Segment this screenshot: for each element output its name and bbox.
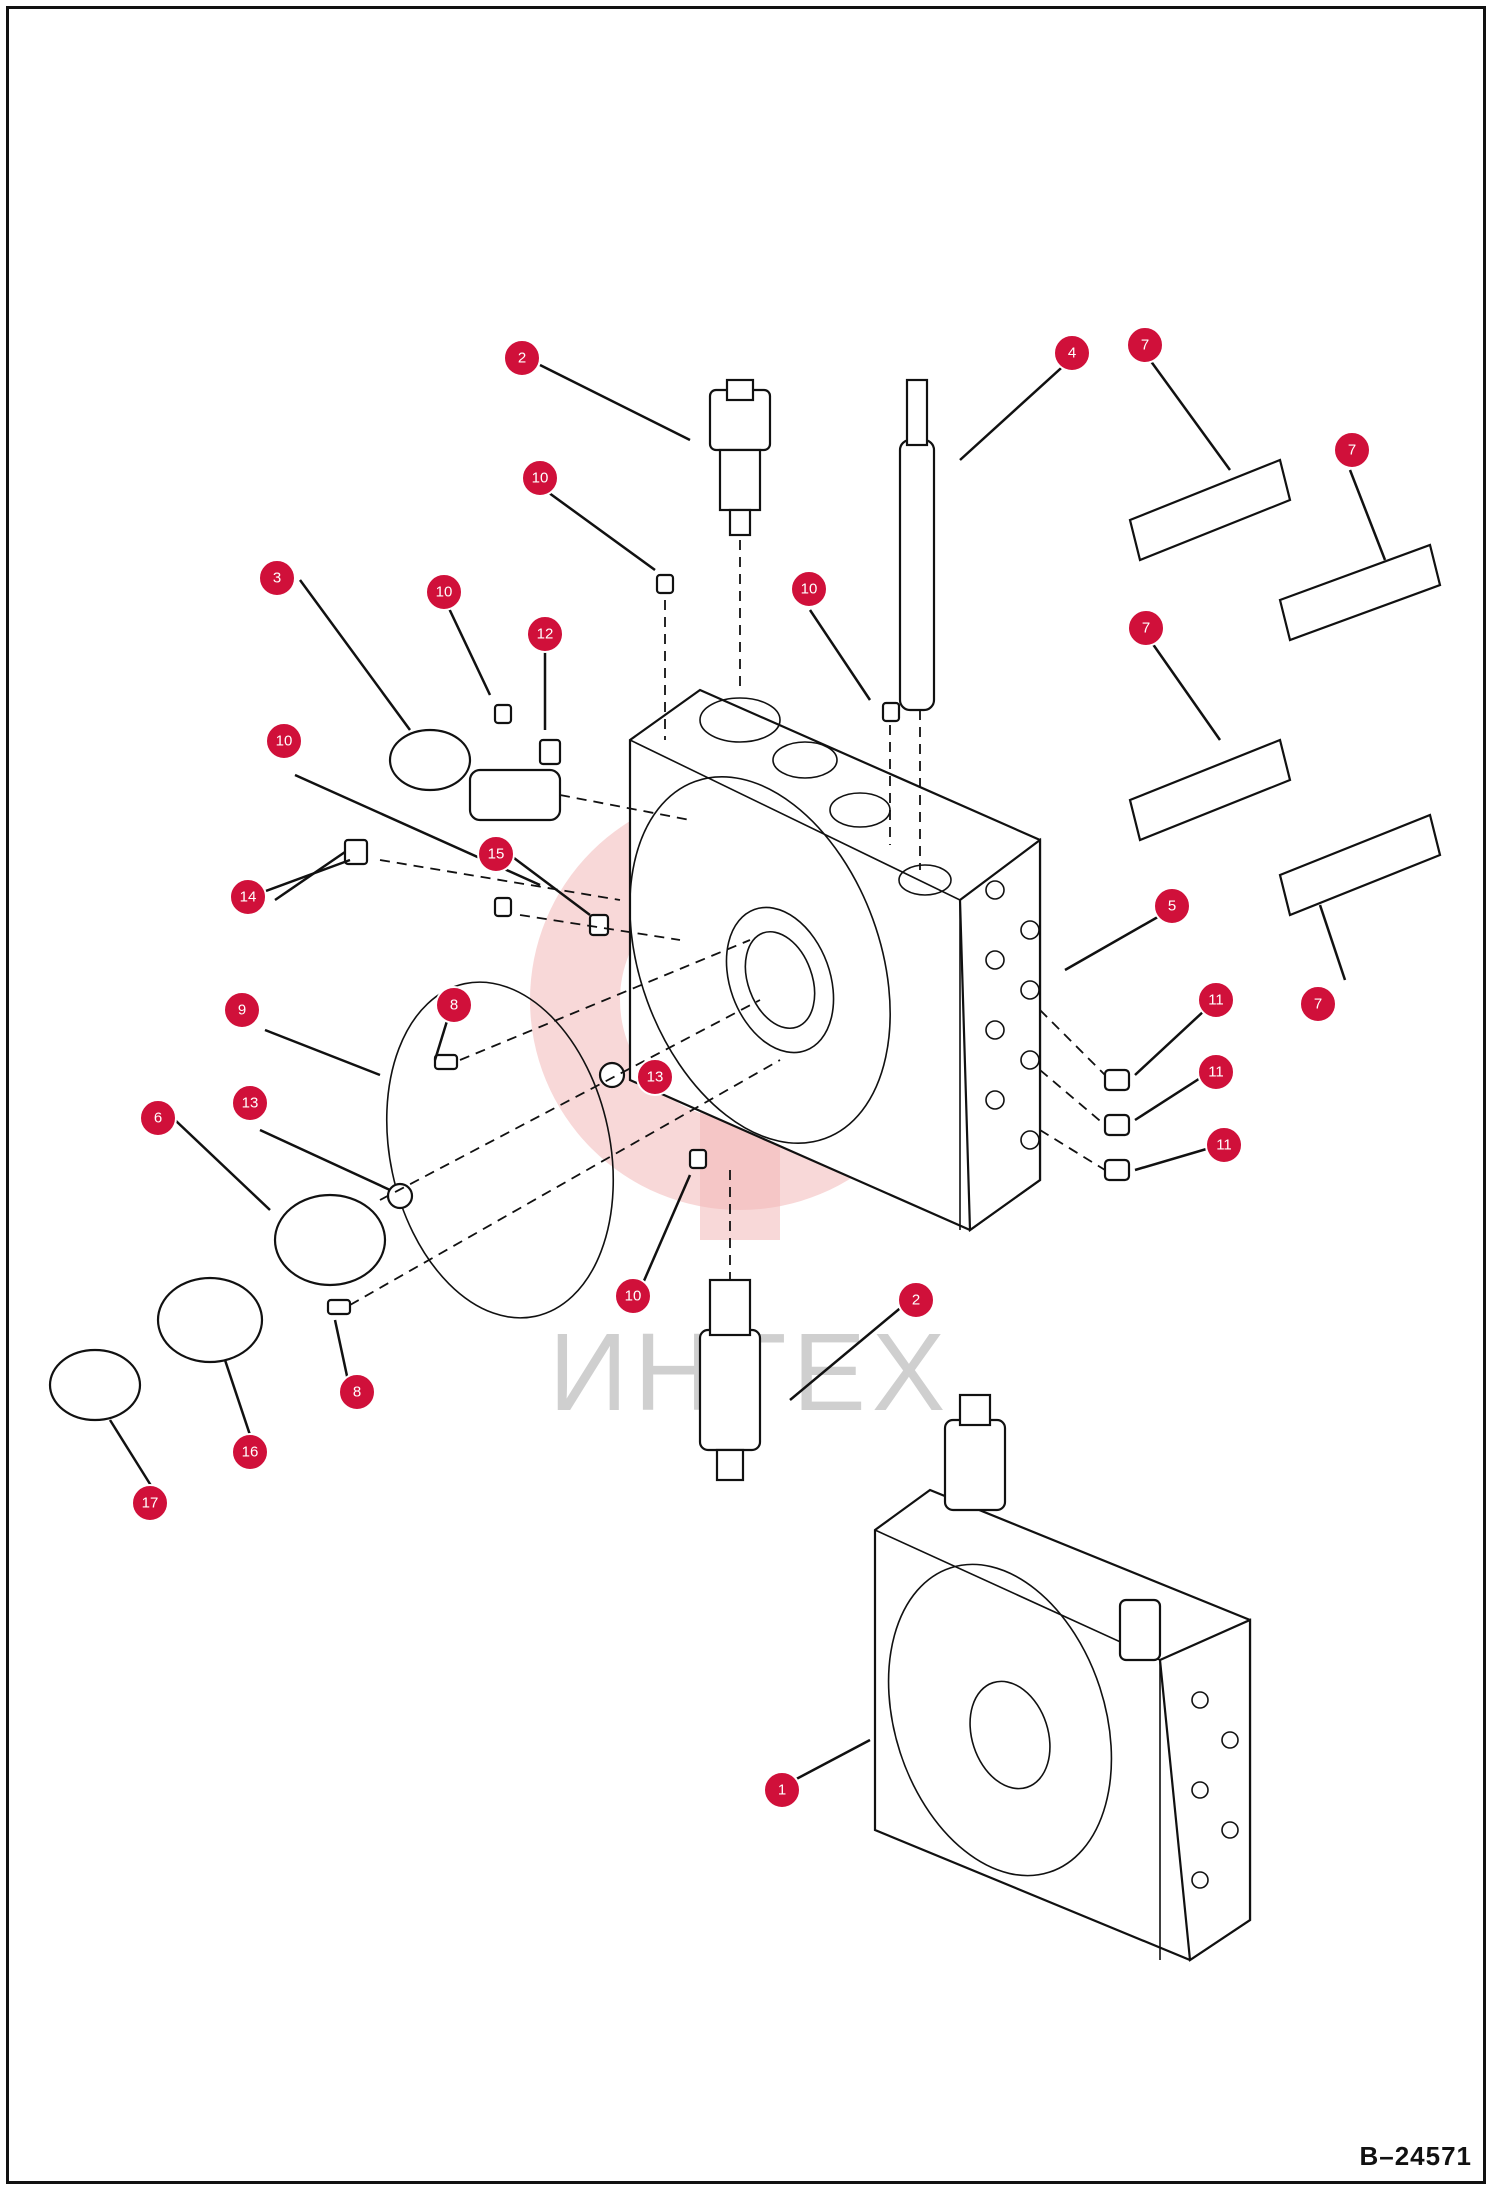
svg-text:1: 1 bbox=[778, 1782, 786, 1799]
callout-9: 9 bbox=[223, 991, 261, 1029]
callout-6: 6 bbox=[139, 1099, 177, 1137]
callout-10: 10 bbox=[614, 1277, 652, 1315]
spool bbox=[898, 378, 936, 712]
relief-valve-top bbox=[708, 378, 772, 537]
svg-text:4: 4 bbox=[1068, 345, 1076, 362]
svg-text:11: 11 bbox=[1208, 1064, 1224, 1081]
callout-7: 7 bbox=[1127, 609, 1165, 647]
svg-text:7: 7 bbox=[1142, 620, 1150, 637]
check-valve-spring bbox=[388, 728, 562, 822]
callout-13: 13 bbox=[231, 1084, 269, 1122]
svg-text:10: 10 bbox=[532, 470, 549, 487]
svg-text:8: 8 bbox=[450, 997, 458, 1014]
figure-reference-code: B–24571 bbox=[1359, 2141, 1472, 2171]
callout-10: 10 bbox=[625, 1288, 642, 1305]
callout-15: 15 bbox=[477, 835, 515, 873]
callout-10: 10 bbox=[790, 570, 828, 608]
callout-4: 4 bbox=[1053, 334, 1091, 372]
callout-3: 3 bbox=[258, 559, 296, 597]
svg-text:10: 10 bbox=[801, 581, 818, 598]
assembly-lines bbox=[349, 540, 1106, 1306]
svg-text:2: 2 bbox=[912, 1292, 920, 1309]
svg-text:10: 10 bbox=[436, 584, 453, 601]
svg-text:10: 10 bbox=[625, 1288, 642, 1305]
svg-text:9: 9 bbox=[238, 1002, 246, 1019]
callout-11: 11 bbox=[1197, 1053, 1235, 1091]
bolts bbox=[1128, 458, 1442, 917]
svg-text:7: 7 bbox=[1314, 996, 1322, 1013]
svg-text:7: 7 bbox=[1141, 337, 1149, 354]
o-ring-seal bbox=[385, 981, 615, 1319]
valve-assembly-complete bbox=[873, 1393, 1252, 1962]
svg-text:2: 2 bbox=[518, 350, 526, 367]
callout-2: 2 bbox=[503, 339, 541, 377]
svg-text:12: 12 bbox=[537, 626, 554, 643]
callout-10: 10 bbox=[521, 459, 559, 497]
callout-14: 14 bbox=[229, 878, 267, 916]
callout-12: 12 bbox=[526, 615, 564, 653]
valve-section-body bbox=[628, 688, 1042, 1233]
svg-text:3: 3 bbox=[273, 570, 281, 587]
svg-text:17: 17 bbox=[142, 1495, 159, 1512]
svg-text:8: 8 bbox=[353, 1384, 361, 1401]
callout-1: 1 bbox=[763, 1771, 801, 1809]
sleeves bbox=[48, 1193, 387, 1422]
svg-text:11: 11 bbox=[1216, 1137, 1232, 1154]
callout-7: 7 bbox=[1299, 985, 1337, 1023]
drawing-frame bbox=[6, 6, 1486, 2184]
svg-text:16: 16 bbox=[242, 1444, 259, 1461]
svg-text:11: 11 bbox=[1208, 992, 1224, 1009]
callout-16: 16 bbox=[231, 1433, 269, 1471]
callout-10: 10 bbox=[265, 722, 303, 760]
callout-10: 10 bbox=[425, 573, 463, 611]
callout-13: 13 bbox=[636, 1058, 674, 1096]
callout-8: 8 bbox=[338, 1373, 376, 1411]
callout-11: 11 bbox=[1205, 1126, 1243, 1164]
callout-17: 17 bbox=[131, 1484, 169, 1522]
svg-text:13: 13 bbox=[647, 1069, 664, 1086]
callout-7: 7 bbox=[1333, 431, 1371, 469]
callout-8: 8 bbox=[435, 986, 473, 1024]
svg-text:10: 10 bbox=[276, 733, 293, 750]
callout-7: 7 bbox=[1314, 996, 1322, 1013]
svg-text:14: 14 bbox=[240, 889, 257, 906]
callout-5: 5 bbox=[1153, 887, 1191, 925]
svg-text:13: 13 bbox=[242, 1095, 259, 1112]
callout-2: 2 bbox=[897, 1281, 935, 1319]
relief-valve-bottom bbox=[698, 1278, 762, 1482]
callout-11: 11 bbox=[1197, 981, 1235, 1019]
small-parts bbox=[326, 573, 1131, 1316]
svg-text:6: 6 bbox=[154, 1110, 162, 1127]
svg-text:7: 7 bbox=[1348, 442, 1356, 459]
callout-7: 7 bbox=[1126, 326, 1164, 364]
svg-text:15: 15 bbox=[488, 846, 505, 863]
svg-text:5: 5 bbox=[1168, 898, 1176, 915]
leader-lines bbox=[108, 359, 1387, 1787]
